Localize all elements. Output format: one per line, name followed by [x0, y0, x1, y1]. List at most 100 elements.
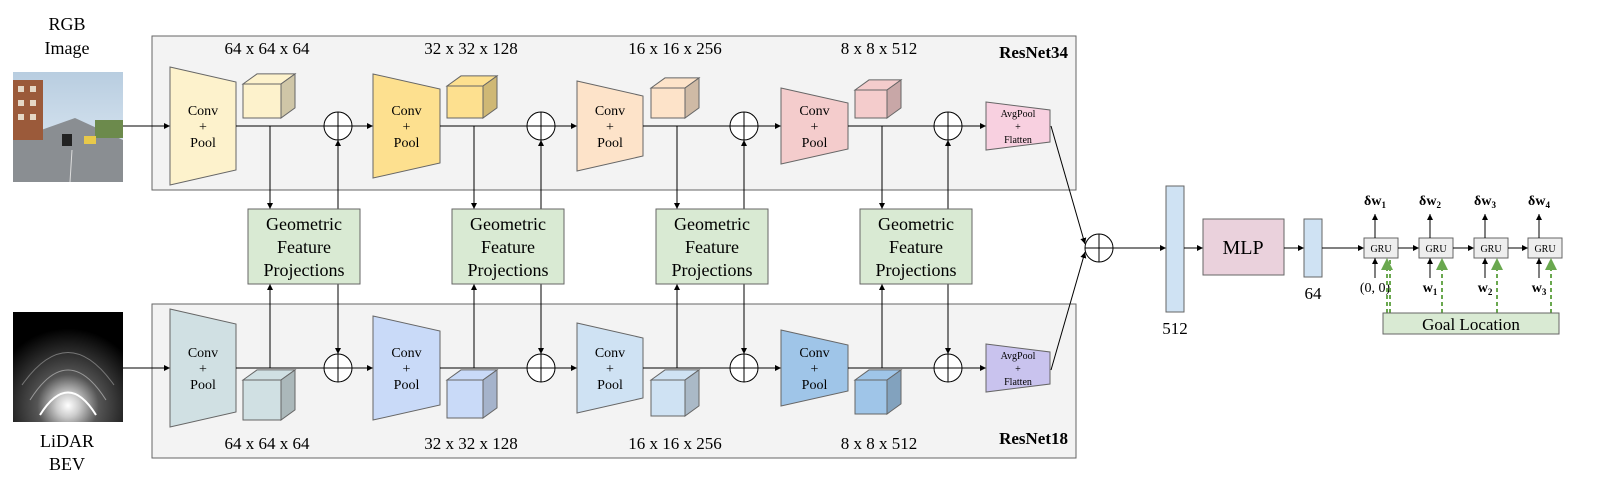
- lidar-label-line1: LiDAR: [40, 431, 94, 451]
- lidar-label-line2: BEV: [49, 454, 85, 474]
- bottom-conv-pool-label-2: Conv: [391, 346, 421, 361]
- waypoint-delta-2: δw2: [1419, 194, 1441, 210]
- bottom-feature-map-4: [853, 368, 903, 415]
- waypoint-input-3: w2: [1478, 281, 1493, 297]
- waypoint-delta-3: δw3: [1474, 194, 1496, 210]
- top-avgpool-label: AvgPool: [1001, 109, 1036, 120]
- resnet34-title: ResNet34: [999, 43, 1068, 62]
- gru-label-1: GRU: [1370, 244, 1392, 255]
- mlp-block: [1202, 218, 1285, 276]
- top-dim-label-2: 32 x 32 x 128: [424, 39, 518, 58]
- rgb-label-line2: Image: [45, 38, 90, 58]
- geometric-feature-projection-1: [247, 208, 361, 285]
- bottom-conv-pool-block-3: [576, 322, 644, 414]
- projection-label-1: Geometric: [266, 214, 342, 234]
- bottom-conv-pool-label-2: +: [403, 362, 411, 377]
- rgb-image: [13, 72, 123, 183]
- top-conv-pool-label-3: Pool: [597, 136, 623, 151]
- bottom-conv-pool-block-1: [169, 308, 237, 428]
- top-conv-pool-label-4: Conv: [799, 104, 829, 119]
- bottom-dim-label-3: 16 x 16 x 256: [628, 434, 722, 453]
- top-avgpool-flatten: [985, 101, 1051, 151]
- bottom-conv-pool-label-1: Conv: [188, 346, 218, 361]
- bottom-conv-pool-label-2: Pool: [394, 378, 420, 393]
- gru-label-2: GRU: [1425, 244, 1447, 255]
- feature-vector-512: [1165, 185, 1185, 313]
- bottom-dim-label-2: 32 x 32 x 128: [424, 434, 518, 453]
- bottom-avgpool-label: Flatten: [1004, 377, 1032, 388]
- projection-label-2: Projections: [468, 260, 549, 280]
- top-conv-pool-label-1: Pool: [190, 136, 216, 151]
- top-avgpool-label: Flatten: [1004, 135, 1032, 146]
- waypoint-input-1: (0, 0): [1360, 281, 1391, 296]
- bottom-feature-map-2: [445, 368, 499, 419]
- bottom-dim-label-1: 64 x 64 x 64: [225, 434, 311, 453]
- feature-vector-512-label: 512: [1162, 319, 1188, 338]
- top-avgpool-label: +: [1015, 122, 1021, 133]
- top-conv-pool-label-1: Conv: [188, 104, 218, 119]
- projection-label-1: Projections: [264, 260, 345, 280]
- waypoint-delta-1: δw1: [1364, 194, 1386, 210]
- gru-label-4: GRU: [1534, 244, 1556, 255]
- top-conv-pool-block-2: [372, 73, 441, 179]
- top-sum-node-1: [323, 111, 353, 141]
- top-conv-pool-label-3: +: [606, 120, 614, 135]
- top-conv-pool-label-3: Conv: [595, 104, 625, 119]
- goal-location-box: [1382, 312, 1560, 335]
- top-conv-pool-label-2: Conv: [391, 104, 421, 119]
- top-conv-pool-label-2: +: [403, 120, 411, 135]
- top-feature-map-4: [853, 78, 903, 119]
- bottom-conv-pool-label-3: Pool: [597, 378, 623, 393]
- projection-label-1: Feature: [277, 237, 331, 257]
- bottom-conv-pool-label-4: Conv: [799, 346, 829, 361]
- geometric-feature-projection-4: [859, 208, 973, 285]
- top-sum-node-3: [729, 111, 759, 141]
- bottom-sum-node-3: [729, 353, 759, 383]
- top-dim-label-4: 8 x 8 x 512: [841, 39, 918, 58]
- mlp-label: MLP: [1222, 237, 1263, 259]
- gru-label-3: GRU: [1480, 244, 1502, 255]
- lidar-bev-image: [13, 312, 123, 422]
- rgb-label-line1: RGB: [48, 14, 85, 34]
- bottom-avgpool-label: AvgPool: [1001, 351, 1036, 362]
- top-conv-pool-block-1: [169, 66, 237, 186]
- bottom-conv-pool-label-1: +: [199, 362, 207, 377]
- bottom-conv-pool-label-3: Conv: [595, 346, 625, 361]
- bottom-avgpool-flatten: [985, 343, 1051, 393]
- projection-label-3: Feature: [685, 237, 739, 257]
- bottom-dim-label-4: 8 x 8 x 512: [841, 434, 918, 453]
- top-dim-label-1: 64 x 64 x 64: [225, 39, 311, 58]
- bottom-conv-pool-label-1: Pool: [190, 378, 216, 393]
- bottom-sum-node-4: [933, 353, 963, 383]
- projection-label-3: Projections: [672, 260, 753, 280]
- projection-label-4: Feature: [889, 237, 943, 257]
- top-conv-pool-block-3: [576, 80, 644, 172]
- top-feature-map-3: [649, 76, 701, 119]
- bottom-conv-pool-label-4: +: [811, 362, 819, 377]
- top-conv-pool-label-2: Pool: [394, 136, 420, 151]
- top-feature-map-2: [445, 74, 499, 119]
- top-conv-pool-label-1: +: [199, 120, 207, 135]
- feature-vector-64: [1303, 218, 1323, 278]
- bottom-sum-node-2: [526, 353, 556, 383]
- bottom-conv-pool-label-3: +: [606, 362, 614, 377]
- bottom-feature-map-1: [241, 368, 297, 421]
- feature-vector-64-label: 64: [1305, 284, 1323, 303]
- top-dim-label-3: 16 x 16 x 256: [628, 39, 722, 58]
- fusion-sum-node: [1084, 233, 1114, 263]
- resnet18-title: ResNet18: [999, 429, 1068, 448]
- top-conv-pool-label-4: Pool: [802, 136, 828, 151]
- projection-label-4: Geometric: [878, 214, 954, 234]
- top-sum-node-2: [526, 111, 556, 141]
- geometric-feature-projection-3: [655, 208, 769, 285]
- top-sum-node-4: [933, 111, 963, 141]
- projection-label-3: Geometric: [674, 214, 750, 234]
- waypoint-input-2: w1: [1423, 281, 1438, 297]
- top-feature-map-1: [241, 72, 297, 119]
- bottom-conv-pool-block-2: [372, 315, 441, 421]
